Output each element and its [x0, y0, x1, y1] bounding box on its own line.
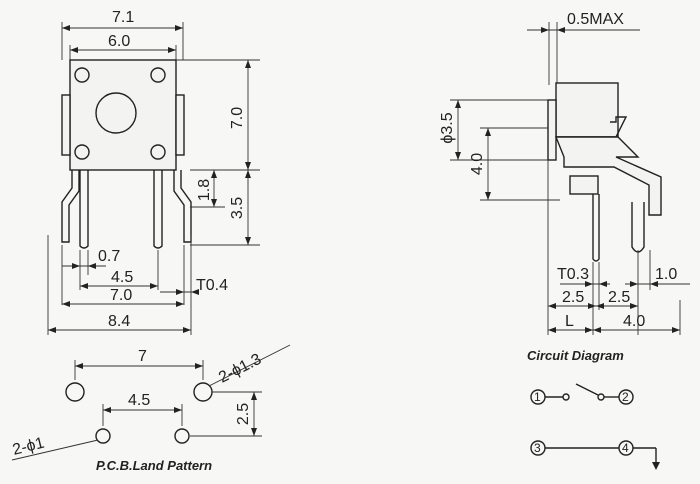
pad-small-right: [174, 428, 190, 444]
dim-base: 4.0: [623, 313, 645, 330]
switch-base-side: [554, 136, 662, 216]
dim-row-gap: 2.5: [235, 403, 252, 425]
dim-pin-end: 1.0: [655, 266, 677, 283]
pin-left-outer: [61, 170, 80, 243]
terminal-4-label: 4: [622, 441, 629, 455]
dim-button-height: 4.0: [469, 153, 486, 175]
dim-pin-width: 0.7: [98, 248, 120, 265]
switch-body-side: [555, 82, 619, 138]
pad-small-left: [95, 428, 111, 444]
hole-small-label: 2-ϕ1: [11, 435, 46, 459]
dim-overall-width: 7.1: [112, 9, 134, 26]
dim-pin-thickness: T0.3: [557, 266, 589, 283]
button-side: [547, 99, 557, 161]
switch-contact: [575, 383, 599, 396]
dim-outer-pitch: 7: [138, 348, 147, 365]
circuit-diagram: Circuit Diagram 1 2 3 4: [527, 348, 660, 470]
terminal-1-label: 1: [534, 390, 541, 404]
hole-large-label: 2-ϕ1.3: [216, 351, 264, 387]
terminal-3-label: 3: [534, 441, 541, 455]
pad-large-left: [65, 382, 85, 402]
circuit-caption: Circuit Diagram: [527, 348, 624, 363]
dim-inner-pitch: 4.5: [128, 392, 150, 409]
dim-pin-gap-a: 2.5: [562, 289, 584, 306]
pin-right-outer: [173, 170, 192, 243]
button-actuator: [95, 92, 137, 134]
pcb-land-pattern: 7 4.5 2.5 2-ϕ1.3 2-ϕ1 P.C.B.Land Pattern: [11, 344, 291, 473]
dim-l: L: [565, 313, 574, 330]
switch-body-front: [69, 59, 177, 171]
pin-side-front: [592, 194, 600, 262]
dim-pin-length: 3.5: [229, 197, 246, 219]
terminal-2-label: 2: [622, 390, 629, 404]
pcb-caption: P.C.B.Land Pattern: [96, 458, 212, 473]
dim-pin-gap-b: 2.5: [608, 289, 630, 306]
dim-body-height: 7.0: [229, 107, 246, 129]
dim-total-width: 8.4: [108, 313, 130, 330]
dim-max-offset: 0.5MAX: [567, 11, 624, 28]
dim-pin-pitch-inner: 4.5: [111, 269, 133, 286]
dim-button-dia: ϕ3.5: [439, 112, 456, 143]
side-view: 0.5MAX ϕ3.5 4.0 T0.3 1.0: [439, 11, 690, 335]
pin-left-inner: [79, 170, 89, 249]
pin-right-inner: [153, 170, 163, 249]
dim-body-width: 6.0: [108, 33, 130, 50]
front-view: 7.1 6.0 7.0 1.8 3.5: [47, 9, 260, 335]
dim-pin-offset: 1.8: [196, 179, 213, 201]
dim-pin-pitch-outer: 7.0: [110, 287, 132, 304]
dim-thickness: T0.4: [196, 277, 228, 294]
terminal-2: [618, 389, 634, 405]
pin-side-back: [631, 202, 645, 253]
